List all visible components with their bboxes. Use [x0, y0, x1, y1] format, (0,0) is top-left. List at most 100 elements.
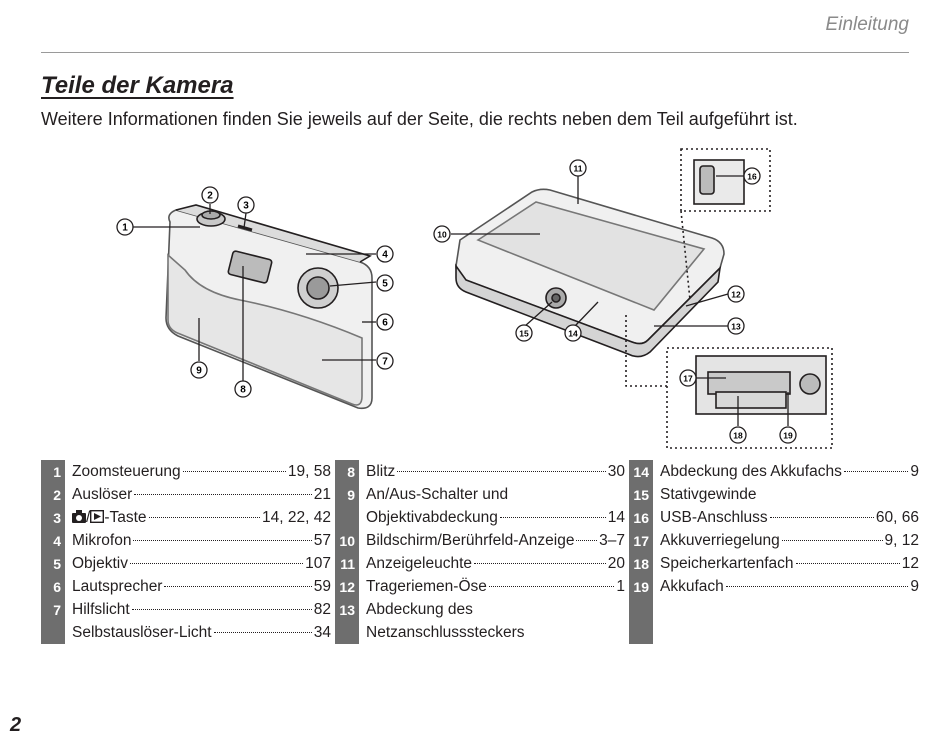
parts-column-3: 14 Abdeckung des Akkufachs 9 15 Stativgew…: [629, 460, 919, 644]
callout-9: 9: [190, 361, 208, 379]
item-label: Abdeckung des Akkufachs: [660, 463, 842, 480]
callout-19: 19: [779, 426, 797, 444]
callout-3: 3: [237, 196, 255, 214]
item-pages: 82: [313, 601, 331, 618]
item-number: 19: [629, 575, 653, 598]
svg-text:4: 4: [382, 250, 388, 261]
item-label: Selbstauslöser-Licht: [72, 624, 212, 641]
section-header: Einleitung: [825, 14, 909, 35]
item-pages: 21: [313, 486, 331, 503]
list-item: 5 Objektiv 107: [41, 552, 331, 575]
item-number: 13: [335, 598, 359, 644]
item-pages: 3–7: [599, 532, 625, 549]
item-pages: 107: [305, 555, 331, 572]
item-pages: 12: [901, 555, 919, 572]
item-pages: 57: [313, 532, 331, 549]
callout-11: 11: [569, 159, 587, 177]
item-label: Anzeigeleuchte: [366, 555, 472, 572]
callout-15: 15: [515, 324, 533, 342]
list-item: 7 Hilfslicht 82 Selbstauslöser-Licht 34: [41, 598, 331, 644]
item-pages: 14, 22, 42: [262, 509, 331, 526]
list-item: 13 Abdeckung des Netzanschlusssteckers: [335, 598, 625, 644]
callout-2: 2: [201, 186, 219, 204]
item-label: Netzanschlusssteckers: [366, 624, 525, 641]
icon-separator: /: [86, 509, 91, 526]
item-label: Blitz: [366, 463, 396, 480]
item-label: Lautsprecher: [72, 578, 163, 595]
callout-12: 12: [727, 285, 745, 303]
callout-7: 7: [376, 352, 394, 370]
callout-17: 17: [679, 369, 697, 387]
item-number: 10: [335, 529, 359, 552]
callout-8: 8: [234, 380, 252, 398]
item-label: Hilfslicht: [72, 601, 130, 618]
svg-text:1: 1: [122, 223, 128, 234]
list-item: 4 Mikrofon 57: [41, 529, 331, 552]
item-number: 16: [629, 506, 653, 529]
callout-1: 1: [116, 218, 134, 236]
callout-18: 18: [729, 426, 747, 444]
item-number: 5: [41, 552, 65, 575]
list-item: 3 / -Taste 14, 22, 42: [41, 506, 331, 529]
svg-text:18: 18: [733, 431, 743, 441]
svg-text:19: 19: [783, 431, 793, 441]
callout-5: 5: [376, 274, 394, 292]
svg-text:10: 10: [437, 230, 447, 240]
header-rule: [41, 52, 909, 53]
svg-text:2: 2: [207, 191, 213, 202]
list-item: 1 Zoomsteuerung 19, 58: [41, 460, 331, 483]
item-number: 2: [41, 483, 65, 506]
svg-text:14: 14: [568, 329, 578, 339]
item-label: An/Aus-Schalter und: [366, 486, 509, 503]
item-number: 17: [629, 529, 653, 552]
item-number: 1: [41, 460, 65, 483]
svg-text:8: 8: [240, 385, 246, 396]
item-label: Mikrofon: [72, 532, 132, 549]
item-pages: 9, 12: [884, 532, 919, 549]
list-item: 15 Stativgewinde: [629, 483, 919, 506]
svg-text:3: 3: [243, 201, 249, 212]
svg-text:17: 17: [683, 374, 693, 384]
item-number: 14: [629, 460, 653, 483]
svg-text:13: 13: [731, 322, 741, 332]
svg-text:11: 11: [574, 164, 583, 174]
item-number: 7: [41, 598, 65, 644]
item-label: Speicherkartenfach: [660, 555, 794, 572]
item-pages: 19, 58: [287, 463, 331, 480]
intro-text: Weitere Informationen finden Sie jeweils…: [41, 109, 798, 129]
item-number: 3: [41, 506, 65, 529]
item-number: 11: [335, 552, 359, 575]
item-pages: 30: [607, 463, 625, 480]
item-label: Zoomsteuerung: [72, 463, 181, 480]
list-item: 14 Abdeckung des Akkufachs 9: [629, 460, 919, 483]
item-number: 15: [629, 483, 653, 506]
item-pages: 9: [910, 463, 919, 480]
callout-6: 6: [376, 313, 394, 331]
item-label: -Taste: [104, 509, 147, 526]
svg-text:5: 5: [382, 279, 388, 290]
callout-13: 13: [727, 317, 745, 335]
item-label: Objektiv: [72, 555, 128, 572]
svg-text:7: 7: [382, 357, 388, 368]
callout-10: 10: [433, 225, 451, 243]
item-pages: 34: [313, 624, 331, 641]
list-filler: [629, 598, 919, 644]
item-number: 6: [41, 575, 65, 598]
item-label: Akkufach: [660, 578, 724, 595]
item-label: Stativgewinde: [660, 486, 757, 503]
item-number: 4: [41, 529, 65, 552]
item-pages: 9: [910, 578, 919, 595]
page-number: 2: [10, 714, 22, 736]
playback-icon: [90, 510, 105, 523]
callout-14: 14: [564, 324, 582, 342]
